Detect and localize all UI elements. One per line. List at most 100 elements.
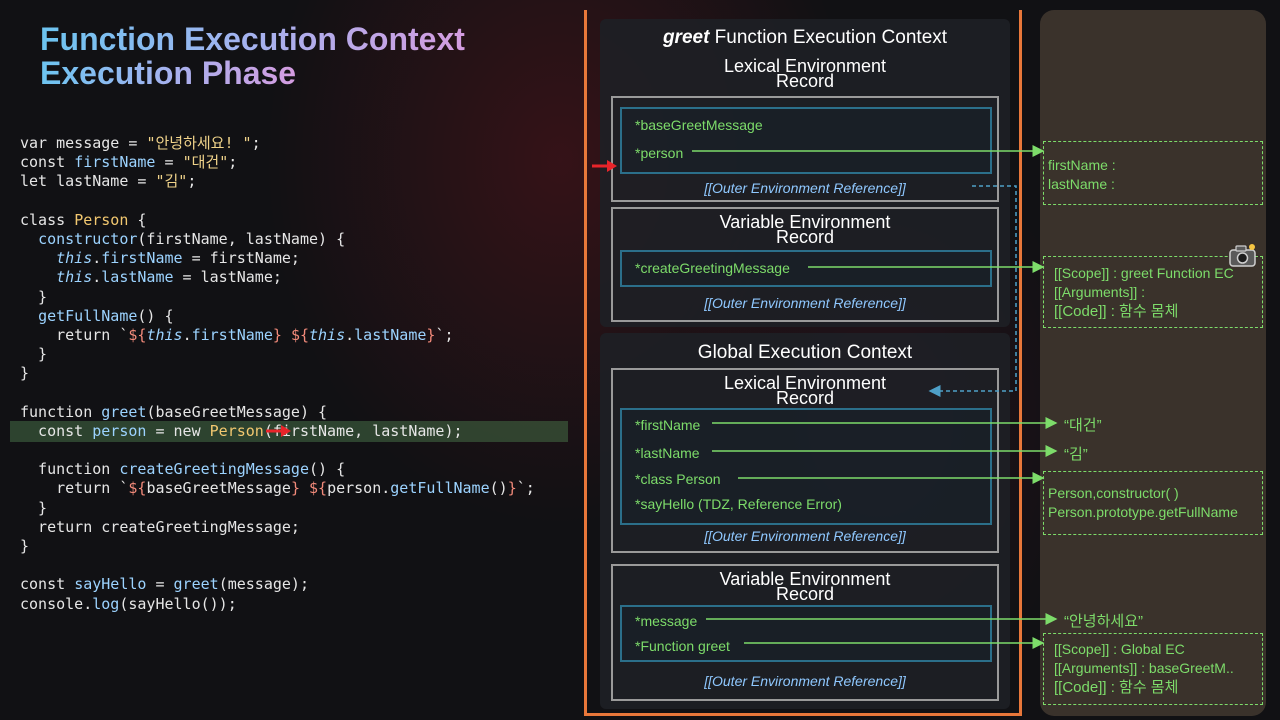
code-token: lastName <box>101 268 174 287</box>
code-line: } <box>20 364 535 383</box>
code-token: } <box>426 325 436 344</box>
code-token: } <box>20 345 48 364</box>
code-token: const <box>20 153 75 172</box>
code-line: return `${baseGreetMessage} ${person.get… <box>20 479 535 498</box>
code-token: firstName <box>101 249 183 268</box>
code-token: } <box>272 325 282 344</box>
code-token: firstName <box>191 325 273 344</box>
greet-fn-object: [[Scope]] : Global EC[[Arguments]] : bas… <box>1043 633 1263 705</box>
code-line: } <box>20 499 535 518</box>
greet-variable-outer-ref: [[Outer Environment Reference]] <box>704 295 906 311</box>
code-token: return createGreetingMessage; <box>20 517 300 536</box>
code-token: return ` <box>20 479 129 498</box>
code-token: getFullName <box>38 306 138 325</box>
code-token: } <box>290 479 300 498</box>
code-token: ${ <box>309 479 328 498</box>
code-line: function greet(baseGreetMessage) { <box>20 403 535 422</box>
greet-lexical-record: *baseGreetMessage *person [[Outer Enviro… <box>611 96 999 202</box>
code-token: const <box>20 421 93 440</box>
code-token: . <box>182 325 192 344</box>
code-token: `; <box>435 325 454 344</box>
entry-create-greeting-message: *createGreetingMessage <box>635 260 790 276</box>
code-token: greet <box>101 402 147 421</box>
code-token: this <box>56 249 93 268</box>
code-line: } <box>20 345 535 364</box>
code-token: = new <box>146 421 210 440</box>
code-token: createGreetingMessage <box>119 460 309 479</box>
code-token: console. <box>20 594 93 613</box>
code-token: } <box>20 536 30 555</box>
code-token: (sayHello()); <box>119 594 237 613</box>
code-line: } <box>20 537 535 556</box>
code-token: = <box>155 153 183 172</box>
code-token: log <box>92 594 120 613</box>
message-value: “안녕하세요” <box>1064 613 1143 630</box>
code-token: (message); <box>218 575 309 594</box>
entry-say-hello: *sayHello (TDZ, Reference Error) <box>635 496 842 512</box>
code-token: "김" <box>155 172 188 191</box>
code-token: . <box>92 249 102 268</box>
code-token: lastName <box>354 325 427 344</box>
person-object-box: firstName :lastName : <box>1043 141 1263 205</box>
code-token: (firstName, lastName) { <box>137 229 346 248</box>
code-token: getFullName <box>390 479 490 498</box>
global-ec: Global Execution Context <box>600 333 1010 709</box>
code-token: function <box>20 460 120 479</box>
code-token: ${ <box>290 325 309 344</box>
code-token: "안녕하세요! " <box>146 134 252 152</box>
greet-ec-title: greet Function Execution Context <box>662 27 948 48</box>
code-token: let lastName = <box>20 172 156 191</box>
code-token: `; <box>516 479 535 498</box>
code-token: greet <box>173 575 219 594</box>
code-token: (firstName, lastName); <box>263 421 463 440</box>
code-token: var message = <box>20 134 147 152</box>
code-token: function <box>20 402 102 421</box>
code-line: class Person { <box>20 211 535 230</box>
page-subtitle: Execution Phase <box>40 55 297 91</box>
code-token: = lastName; <box>173 268 282 287</box>
code-token: () <box>489 479 508 498</box>
code-line: this.firstName = firstName; <box>20 249 535 268</box>
global-lexical-outer-ref: [[Outer Environment Reference]] <box>704 528 906 544</box>
code-line: console.log(sayHello()); <box>20 595 535 614</box>
greet-variable-entries: *createGreetingMessage <box>620 250 992 287</box>
code-token: ; <box>187 172 197 191</box>
code-token: return ` <box>20 325 129 344</box>
code-token: firstName <box>74 153 156 172</box>
last-name-value: “김” <box>1064 446 1088 463</box>
code-token: person <box>327 479 382 498</box>
code-line: function createGreetingMessage() { <box>20 460 535 479</box>
code-token: class <box>20 210 75 229</box>
code-token: { <box>128 210 147 229</box>
code-token: const <box>20 575 75 594</box>
entry-first-name: *firstName <box>635 417 701 433</box>
code-token: = firstName; <box>182 249 300 268</box>
entry-message: *message <box>635 613 698 629</box>
entry-class-person: *class Person <box>635 471 721 487</box>
global-variable-entries: *message *Function greet <box>620 605 992 662</box>
code-token: () { <box>309 460 346 479</box>
red-arrow-icon <box>266 425 291 437</box>
code-listing: var message = "안녕하세요! ";const firstName … <box>20 134 535 614</box>
entry-person: *person <box>635 145 684 161</box>
code-token: } <box>20 498 48 517</box>
execution-context-stack-frame <box>584 10 1022 716</box>
code-token: this <box>146 325 183 344</box>
global-ec-title: Global Execution Context <box>697 342 913 363</box>
code-line: getFullName() { <box>20 307 535 326</box>
person-class-object: Person,constructor( )Person.prototype.ge… <box>1043 471 1263 535</box>
code-token: constructor <box>38 229 138 248</box>
current-ec-pointer-icon <box>592 160 617 172</box>
code-token: this <box>56 268 93 287</box>
code-token: Person <box>74 210 129 229</box>
code-line: var message = "안녕하세요! "; <box>20 134 535 153</box>
code-line: } <box>20 288 535 307</box>
code-line: this.lastName = lastName; <box>20 268 535 287</box>
code-token: ; <box>251 134 261 152</box>
code-token: baseGreetMessage <box>146 479 291 498</box>
